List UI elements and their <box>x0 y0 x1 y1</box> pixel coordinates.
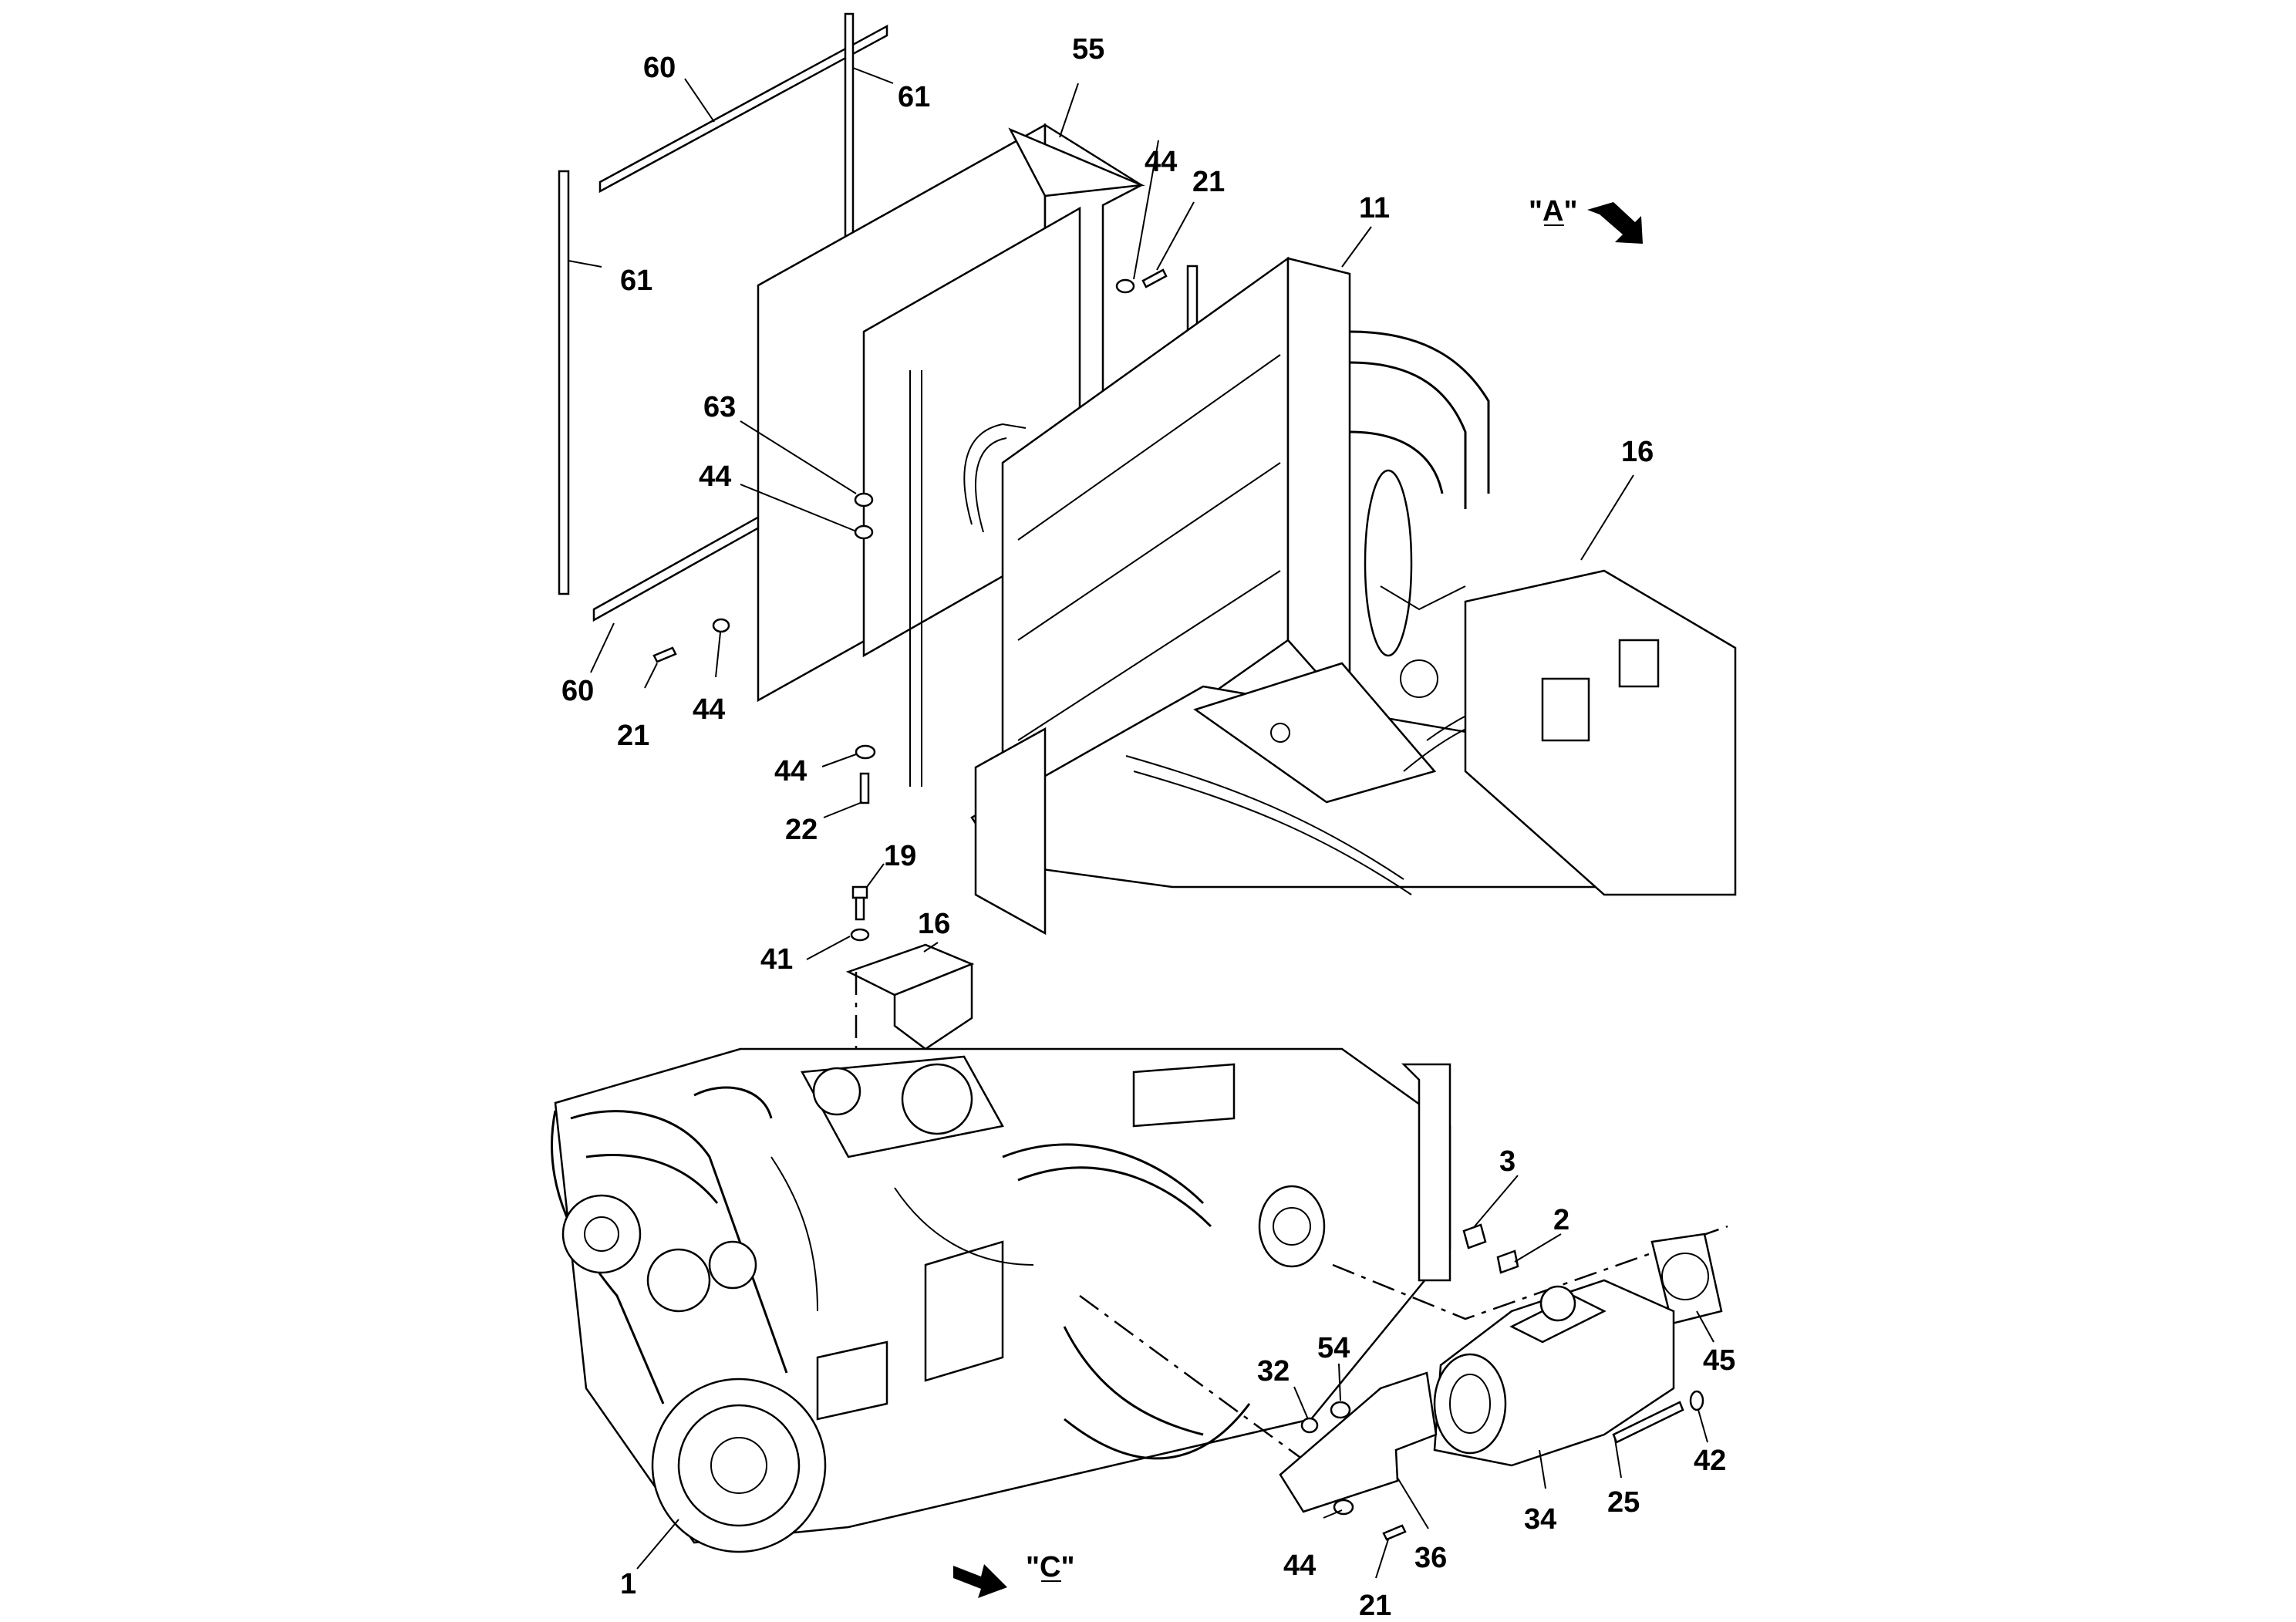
callout-32: 32 <box>1257 1355 1290 1388</box>
bracket-36 <box>1279 1371 1438 1513</box>
callout-19: 19 <box>884 840 916 872</box>
callout-44: 44 <box>693 693 725 726</box>
callout-45: 45 <box>1703 1344 1735 1377</box>
washer-44-mid <box>854 524 874 540</box>
callout-11: 11 <box>1359 192 1390 224</box>
callout-36: 36 <box>1414 1542 1447 1574</box>
bolt-21-upper <box>1141 268 1168 288</box>
view-arrow-a-icon <box>1587 202 1643 244</box>
callout-54: 54 <box>1317 1332 1350 1364</box>
callout-16: 16 <box>1621 436 1654 468</box>
callout-34: 34 <box>1524 1503 1556 1536</box>
callout-labels: 60 61 55 44 21 11 61 63 44 16 60 21 44 4… <box>561 33 1735 1622</box>
washer-44-upper <box>1115 278 1135 294</box>
engine-frame-upper <box>970 569 1737 896</box>
callout-44: 44 <box>1145 146 1177 178</box>
washer-44-bottom <box>855 744 876 760</box>
callout-3: 3 <box>1499 1145 1515 1178</box>
callout-22: 22 <box>785 814 818 846</box>
callout-21: 21 <box>617 720 649 752</box>
view-arrow-c-icon <box>953 1564 1007 1598</box>
washer-44-left <box>712 618 730 633</box>
callout-55: 55 <box>1072 33 1104 66</box>
bolt-21-left <box>652 646 677 663</box>
hydraulic-pump-34 <box>1433 1279 1675 1467</box>
bracket-16 <box>845 943 975 1050</box>
dash-line-pump <box>1079 1225 1728 1467</box>
callout-25: 25 <box>1607 1486 1640 1519</box>
radiator-11 <box>1001 256 1490 843</box>
callout-1: 1 <box>620 1568 636 1600</box>
washer-41 <box>850 928 870 942</box>
bolt-22 <box>859 772 870 804</box>
engine-block <box>551 1047 1451 1553</box>
callout-16: 16 <box>918 908 950 940</box>
bolt-19 <box>851 885 868 921</box>
strip-61-vertical-left <box>558 170 570 595</box>
callout-60: 60 <box>643 52 676 84</box>
callout-41: 41 <box>760 943 793 976</box>
bolt-21-lower <box>1382 1524 1407 1541</box>
nut-32 <box>1300 1417 1319 1434</box>
callout-21: 21 <box>1192 166 1225 198</box>
view-label-a: "A" <box>1529 195 1577 228</box>
callout-21: 21 <box>1359 1590 1391 1622</box>
mounting-plate <box>974 727 1047 936</box>
gasket-45 <box>1650 1233 1723 1325</box>
callout-61: 61 <box>620 265 652 297</box>
callout-60: 60 <box>561 675 594 707</box>
washer-54 <box>1330 1401 1351 1419</box>
callout-44: 44 <box>774 755 807 787</box>
callout-63: 63 <box>703 391 736 423</box>
callout-44: 44 <box>699 460 731 493</box>
washer-44-lower <box>1333 1499 1354 1516</box>
callout-2: 2 <box>1553 1204 1569 1236</box>
callout-42: 42 <box>1694 1445 1726 1477</box>
plug-2 <box>1496 1249 1519 1274</box>
callout-44: 44 <box>1283 1549 1316 1582</box>
view-label-c: "C" <box>1026 1551 1074 1583</box>
washer-42 <box>1689 1390 1704 1411</box>
strip-60-top <box>598 24 888 194</box>
washer-63 <box>854 492 874 508</box>
fitting-3 <box>1462 1223 1487 1249</box>
view-labels: "A" "C" <box>1026 195 1577 1583</box>
callout-61: 61 <box>898 81 930 113</box>
leader-lines <box>568 67 1714 1579</box>
